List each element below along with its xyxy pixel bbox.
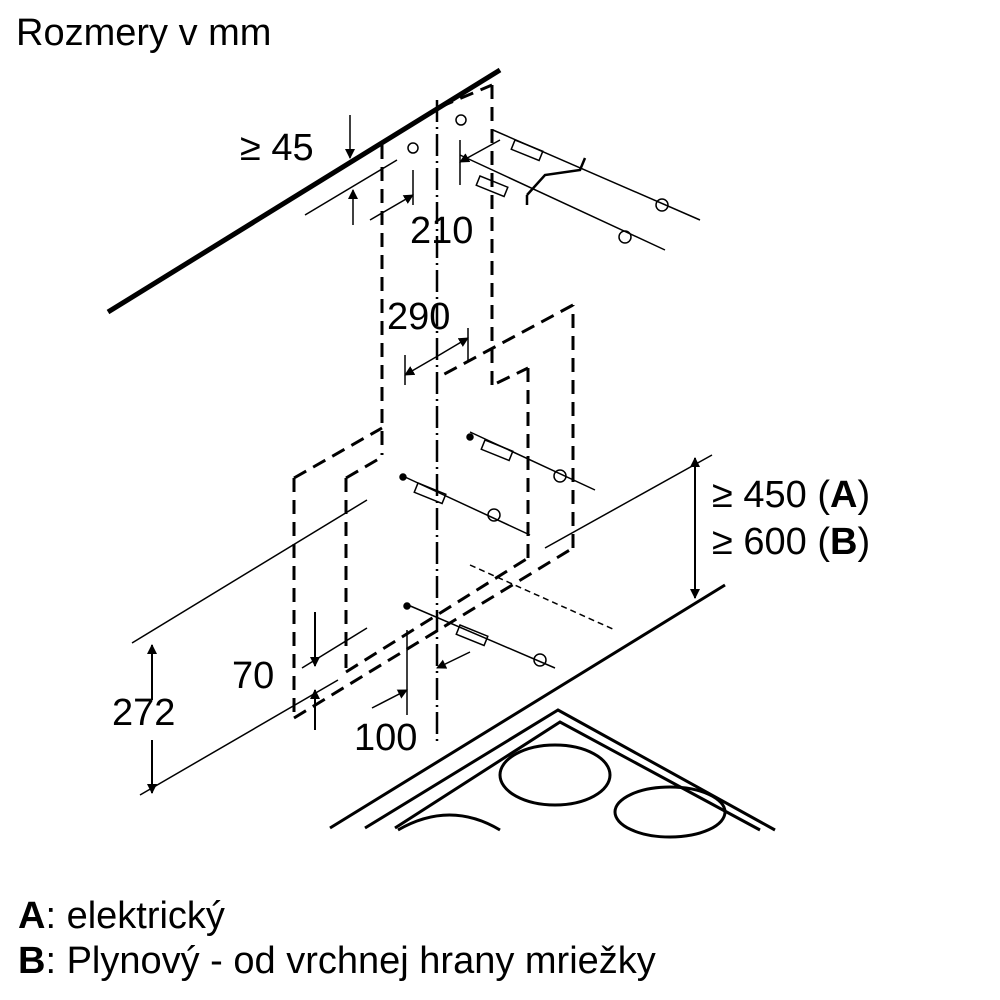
legend-item-a: A: elektrický [18, 895, 225, 937]
dim-272: 272 [112, 692, 176, 734]
dim-height-a: ≥ 450 (A) [712, 474, 871, 516]
dim-210: 210 [410, 210, 474, 252]
chimney-outline [292, 83, 575, 720]
page-title: Rozmery v mm [16, 12, 272, 54]
dim-ceiling-gap: ≥ 45 [240, 127, 314, 169]
dim-height-b: ≥ 600 (B) [712, 521, 871, 563]
fixings [399, 114, 701, 669]
cooktop [329, 583, 776, 839]
dim-290: 290 [387, 296, 451, 338]
ceiling-line [106, 67, 502, 315]
dim-100: 100 [354, 717, 418, 759]
legend-item-b: B: Plynový - od vrchnej hrany mriežky [18, 940, 656, 982]
dim-70: 70 [232, 655, 275, 697]
